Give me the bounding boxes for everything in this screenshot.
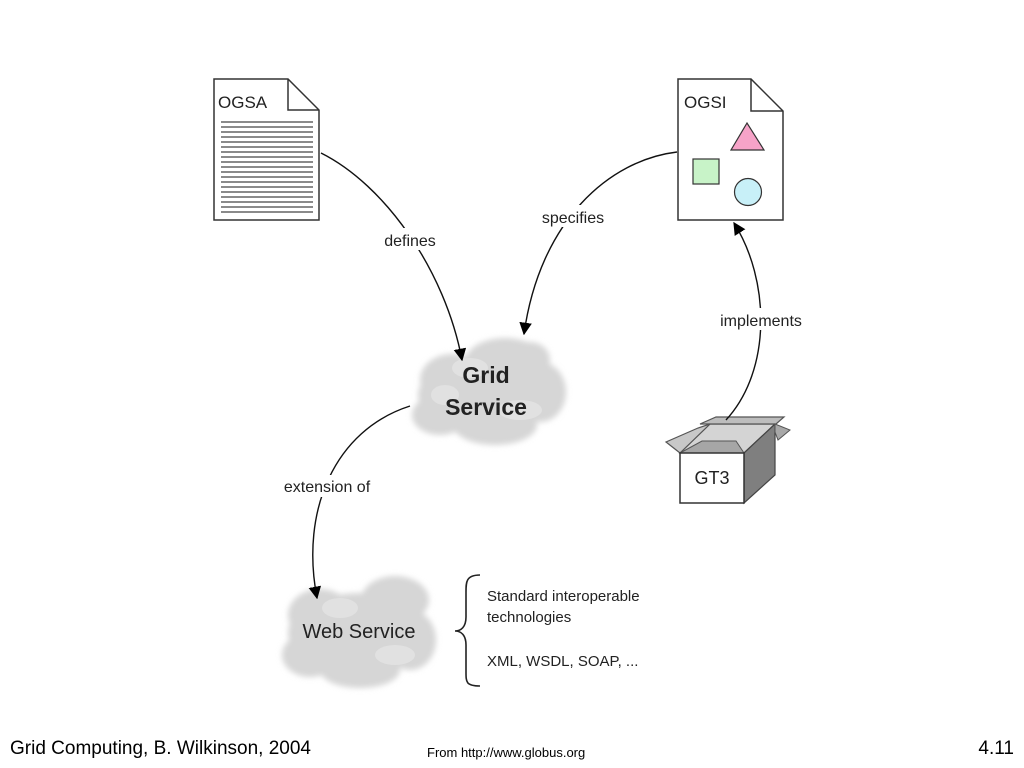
extension-of-arrow (308, 405, 411, 600)
triangle-shape (729, 121, 766, 151)
note-line3: XML, WSDL, SOAP, ... (487, 653, 638, 670)
note-line2: technologies (487, 609, 571, 626)
square-shape (692, 158, 720, 185)
footer-citation: Grid Computing, B. Wilkinson, 2004 (10, 738, 311, 759)
ogsi-label: OGSI (684, 93, 727, 112)
curly-brace (454, 574, 481, 687)
implements-label: implements (720, 313, 802, 330)
specifies-label: specifies (542, 210, 604, 227)
note-line1: Standard interoperable (487, 588, 640, 605)
ogsa-label: OGSA (218, 93, 268, 112)
circle-shape (733, 177, 763, 207)
grid-service-cloud: Grid Service (412, 338, 566, 445)
ogsa-text-lines (221, 121, 313, 213)
footer-source: From http://www.globus.org (427, 745, 586, 760)
gt3-box: GT3 (664, 416, 791, 505)
web-service-cloud: Web Service (282, 576, 436, 688)
gt3-label: GT3 (694, 468, 729, 488)
ogsa-document: OGSA (213, 78, 320, 221)
grid-service-label-line2: Service (445, 394, 527, 420)
extension-of-label: extension of (284, 479, 371, 496)
ogsi-document: OGSI (677, 78, 784, 221)
grid-service-label-line1: Grid (462, 362, 509, 388)
slide-number: 4.11 (978, 738, 1014, 759)
web-service-label: Web Service (302, 621, 415, 643)
defines-label: defines (384, 233, 436, 250)
defines-arrow (320, 152, 467, 362)
specifies-arrow (519, 151, 678, 336)
